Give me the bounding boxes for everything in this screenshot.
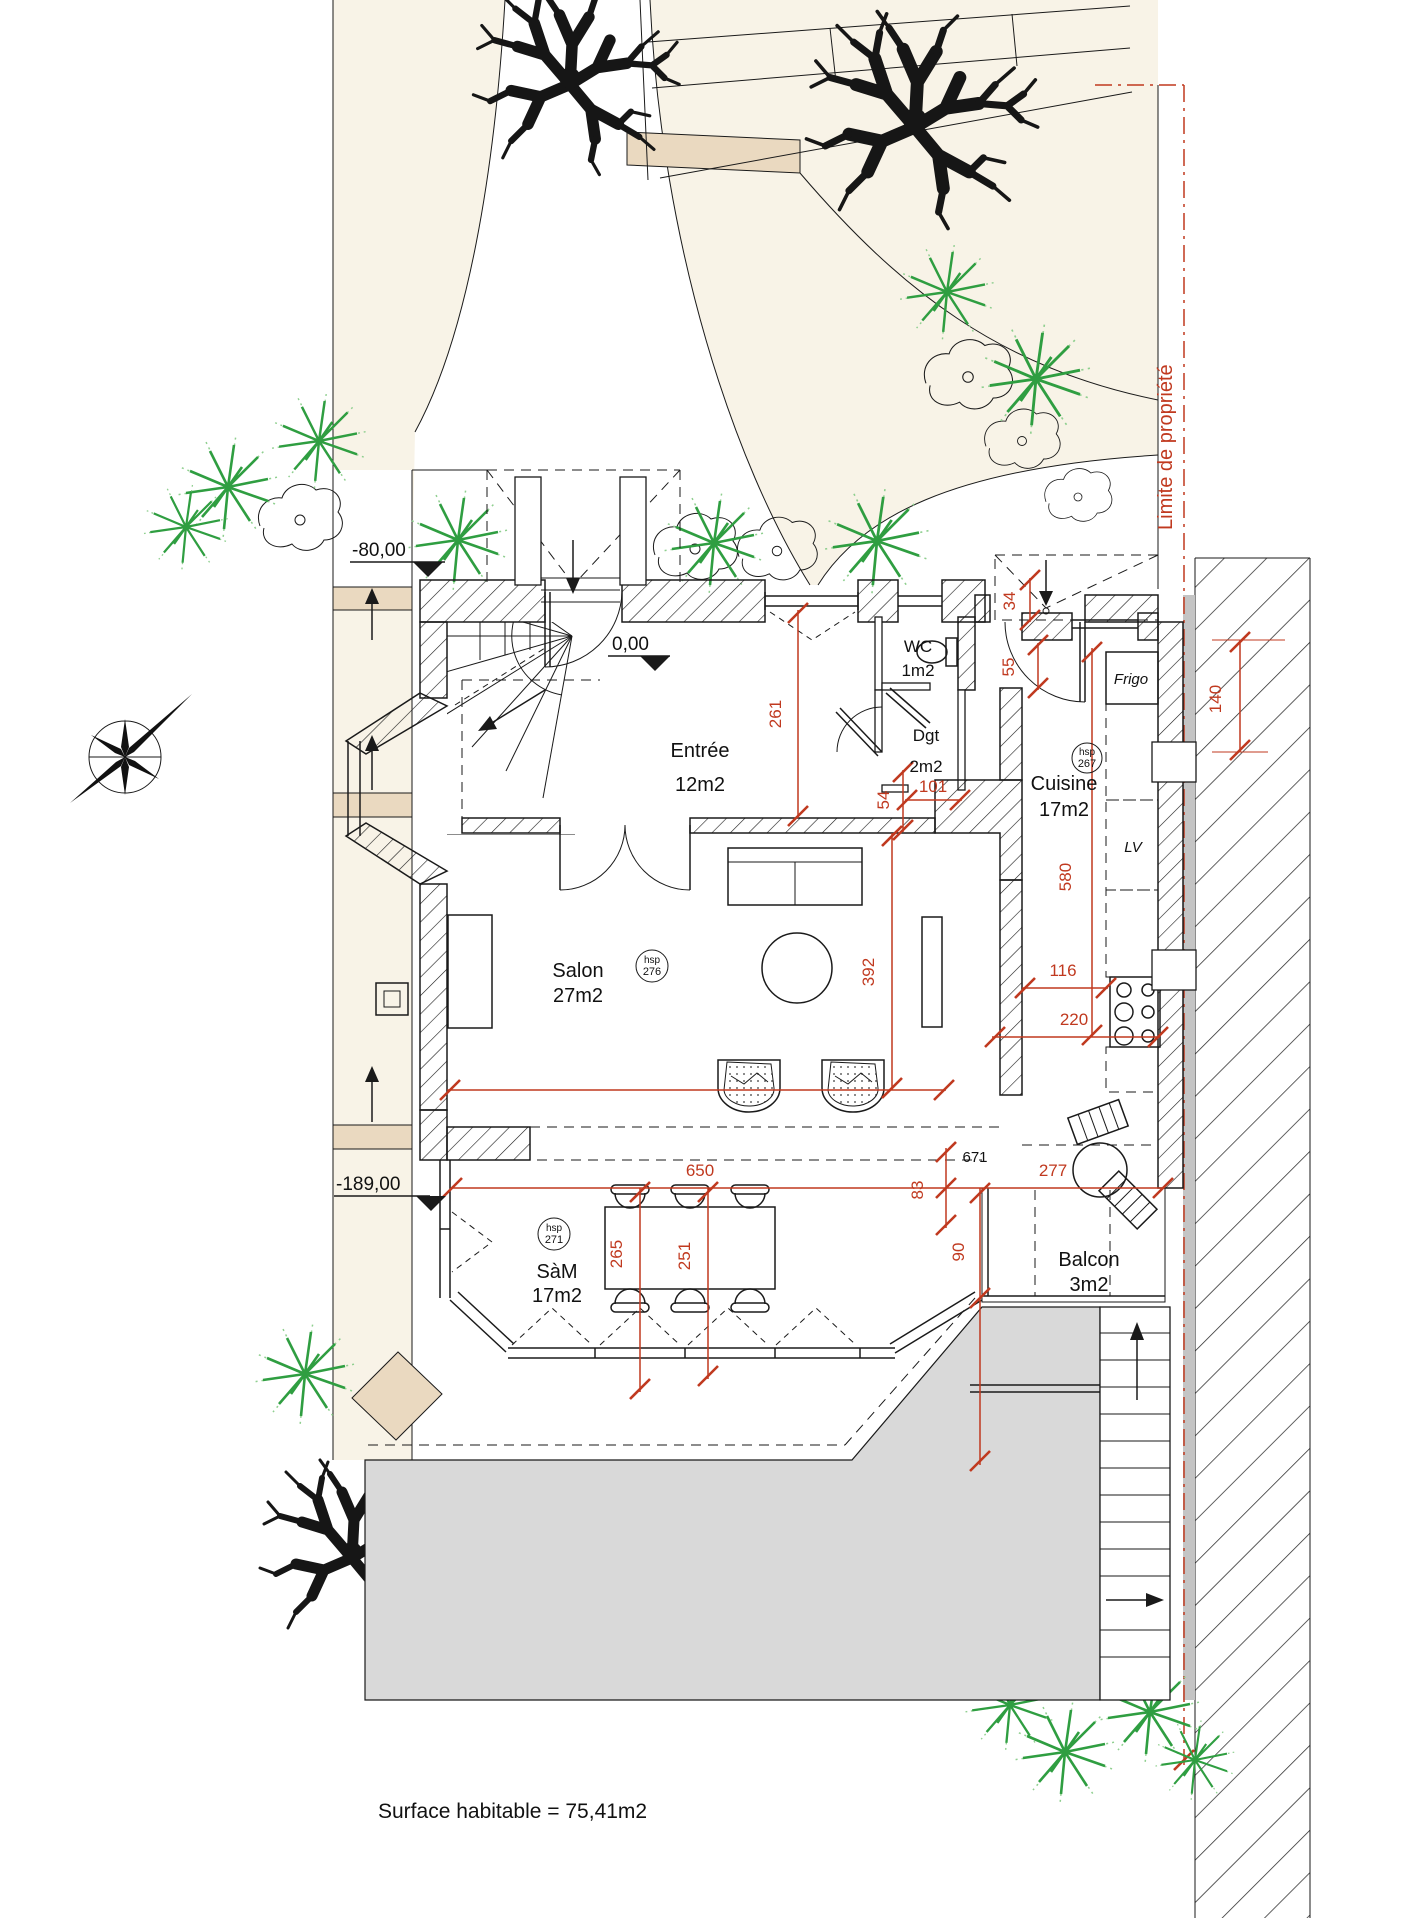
svg-text:116: 116 [1049, 961, 1076, 980]
svg-text:277: 277 [1039, 1161, 1067, 1180]
svg-text:265: 265 [607, 1240, 626, 1268]
corner-step [351, 1351, 443, 1441]
sideboard [447, 914, 493, 1029]
chimney [375, 982, 409, 1016]
svg-text:251: 251 [675, 1242, 694, 1270]
fridge-label: Frigo [1114, 671, 1148, 688]
dim-34: 34 [1000, 568, 1042, 632]
coffee-table [761, 932, 833, 1004]
room-label-entree: Entrée [671, 740, 730, 762]
svg-text:90: 90 [949, 1243, 968, 1262]
room-area-sam: 17m2 [532, 1285, 582, 1307]
wall-niche [1151, 949, 1197, 991]
room-area-salon: 27m2 [553, 985, 603, 1007]
room-label-balcon: Balcon [1058, 1249, 1119, 1271]
svg-text:hsp: hsp [1079, 747, 1096, 758]
room-label-salon: Salon [552, 960, 603, 982]
svg-text:271: 271 [545, 1234, 563, 1246]
wall-niche [1151, 741, 1197, 783]
dim-55: 55 [999, 633, 1050, 700]
svg-text:83: 83 [908, 1181, 927, 1200]
svg-text:hsp: hsp [546, 1223, 563, 1234]
dim-251: 251 [675, 1180, 720, 1388]
dim-261: 261 [766, 601, 810, 828]
dim-90: 90 [949, 1181, 992, 1473]
room-area-cuisine: 17m2 [1039, 799, 1089, 821]
room-label-dgt: Dgt [913, 726, 940, 745]
room-label-wc: WC [904, 637, 932, 656]
svg-text:276: 276 [643, 966, 661, 978]
dim-671: 671 [962, 1149, 987, 1166]
toilet-icon [916, 637, 958, 667]
windows [347, 592, 1166, 1359]
svg-text:140: 140 [1206, 685, 1225, 713]
dim-392: 392 [859, 824, 904, 1100]
dishwasher-label: LV [1124, 839, 1144, 856]
garden-site [332, 0, 1159, 1460]
party-wall [1183, 595, 1195, 1700]
svg-text:267: 267 [1078, 758, 1096, 770]
room-labels: Entrée 12m2 WC 1m2 Dgt 2m2 Cuisine 17m2 … [532, 637, 1148, 1307]
svg-text:-189,00: -189,00 [336, 1174, 400, 1195]
room-area-entree: 12m2 [675, 774, 725, 796]
svg-text:0,00: 0,00 [612, 634, 649, 655]
kitchen-table [1072, 1142, 1128, 1198]
property-limit: Limite de propriété [1095, 84, 1311, 1918]
dim-54: 54 [874, 760, 915, 842]
room-area-balcon: 3m2 [1070, 1274, 1109, 1296]
dim-101: 101 [895, 777, 972, 812]
hsp-badge-cuisine: hsp 267 [1071, 742, 1103, 774]
spiral-staircase [447, 622, 575, 835]
doors [544, 591, 1086, 891]
svg-text:580: 580 [1056, 863, 1075, 891]
level-0: 0,00 [608, 634, 670, 671]
room-label-cuisine: Cuisine [1031, 773, 1098, 795]
terrace [364, 1297, 1171, 1701]
dim-140: 140 [1206, 630, 1285, 762]
balcony [981, 1187, 1166, 1303]
ceiling-edges [452, 679, 1158, 1161]
svg-text:55: 55 [999, 658, 1018, 677]
svg-text:-80,00: -80,00 [352, 540, 406, 561]
dim-265: 265 [607, 1180, 652, 1401]
level-markers: -80,00 0,00 -189,00 [334, 540, 670, 1211]
room-area-wc: 1m2 [901, 661, 934, 680]
room-label-sam: SàM [536, 1261, 577, 1283]
svg-text:hsp: hsp [644, 955, 661, 966]
furniture [375, 637, 1197, 1313]
level--80: -80,00 [350, 540, 445, 577]
exterior-staircase [1099, 1306, 1171, 1701]
svg-text:54: 54 [874, 791, 893, 810]
hsp-badge-sam: hsp 271 [537, 1217, 571, 1251]
property-limit-label: Limite de propriété [1155, 364, 1177, 530]
neighbour-hatch [1195, 558, 1310, 1918]
svg-text:34: 34 [1000, 592, 1019, 611]
dimensions: 34 55 54 101 261 392 580 116 220 [438, 568, 1285, 1473]
dim-580: 580 [1056, 640, 1104, 1047]
pergola [486, 469, 1159, 621]
dim-83: 83 [908, 1140, 958, 1237]
compass-rose-icon [70, 694, 192, 803]
radiator [921, 916, 943, 1028]
level--189: -189,00 [334, 1174, 446, 1211]
dim-650-277: 650 277 [440, 1161, 1175, 1200]
svg-text:220: 220 [1060, 1010, 1088, 1029]
room-area-dgt: 2m2 [909, 757, 942, 776]
svg-text:650: 650 [686, 1161, 714, 1180]
sofa [727, 847, 863, 906]
hsp-badge-salon: hsp 276 [635, 949, 669, 983]
svg-text:261: 261 [766, 700, 785, 728]
kitchen-counter [1105, 651, 1161, 1093]
svg-text:392: 392 [859, 958, 878, 986]
dim-116: 116 [1013, 961, 1118, 1000]
dim-220: 220 [983, 1010, 1170, 1049]
surface-note: Surface habitable = 75,41m2 [378, 1800, 647, 1823]
svg-text:101: 101 [919, 777, 947, 796]
